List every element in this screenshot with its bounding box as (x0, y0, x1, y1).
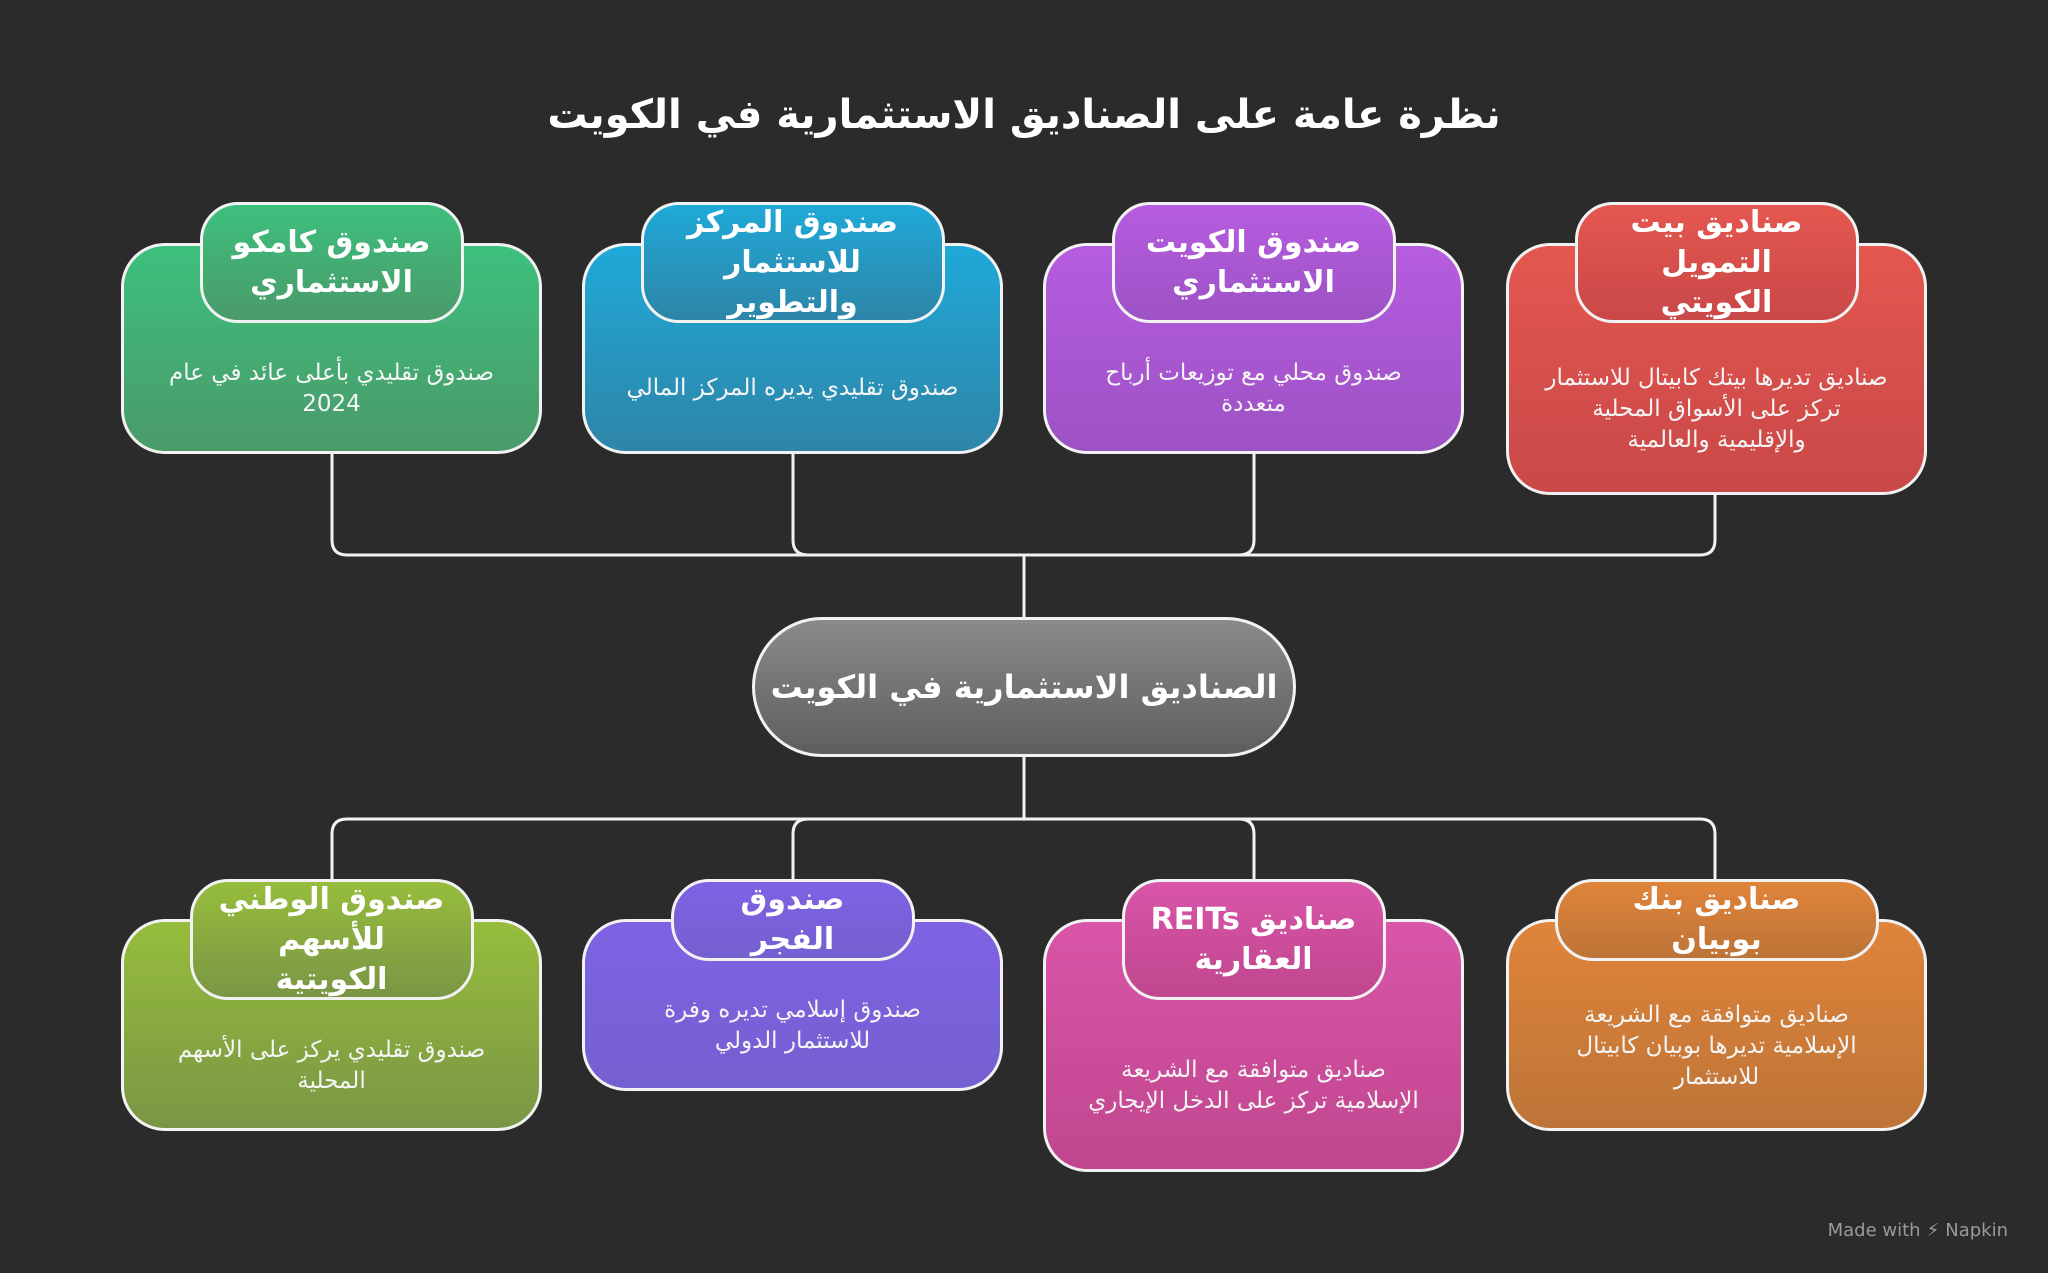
card-title: صندوق المركز للاستثمار والتطوير (640, 202, 945, 323)
footer-prefix: Made with (1827, 1220, 1921, 1241)
footer-brand: Napkin (1945, 1220, 2008, 1241)
napkin-logo-icon: ⚡ (1926, 1220, 1940, 1241)
footer: Made with ⚡ Napkin (1828, 1220, 2008, 1241)
card-title: صناديق REITs العقارية (1121, 879, 1386, 1000)
card-title: صندوق الفجر (670, 879, 915, 961)
card-title: صناديق بيت التمويل الكويتي (1574, 202, 1859, 323)
card-description: صناديق متوافقة مع الشريعة الإسلامية تركز… (1043, 919, 1464, 1172)
top-connector (330, 454, 1717, 617)
central-node: الصناديق الاستثمارية في الكويت (752, 617, 1296, 757)
card-description: صندوق تقليدي بأعلى عائد في عام 2024 (121, 243, 542, 454)
bottom-connector (330, 757, 1717, 879)
card-title: صندوق الكويت الاستثماري (1111, 202, 1396, 323)
card-title: صندوق الوطني للأسهم الكويتية (189, 879, 474, 1000)
diagram-title: نظرة عامة على الصناديق الاستثمارية في ال… (547, 92, 1501, 138)
card-title: صندوق كامكو الاستثماري (199, 202, 464, 323)
card-title: صناديق بنك بوبيان (1554, 879, 1879, 961)
